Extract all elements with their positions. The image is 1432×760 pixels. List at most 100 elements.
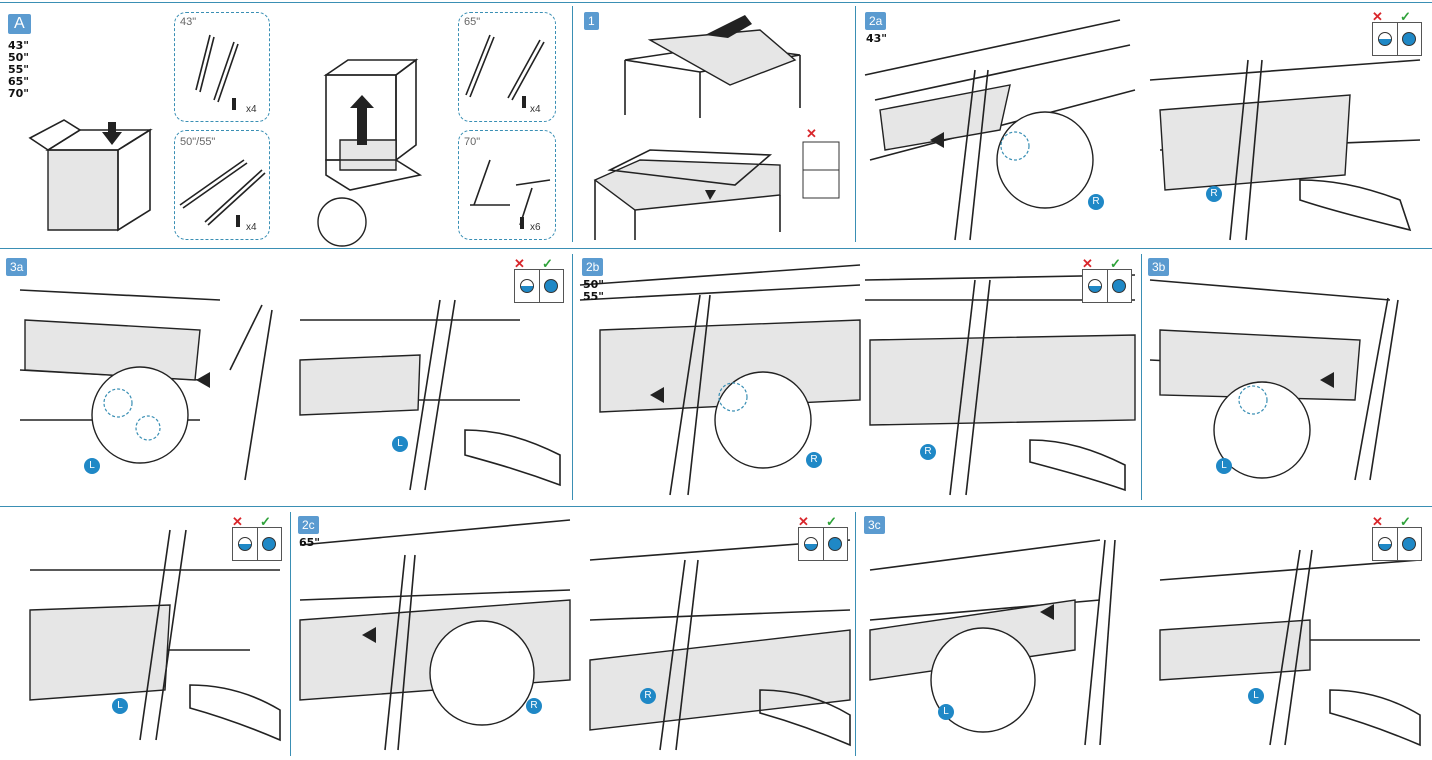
- cmp2-wrong-mark: ✕: [514, 256, 525, 271]
- screw-right-icon: [1112, 279, 1127, 293]
- col-divider-6: [855, 512, 856, 756]
- step-2a-size: 43": [866, 32, 888, 45]
- parts-box-50-55: [174, 130, 270, 240]
- step-badge-2c: 2c: [298, 516, 319, 534]
- tv-size-70: 70": [8, 87, 30, 100]
- left-side-marker: L: [938, 704, 954, 720]
- col-divider-2: [855, 6, 856, 242]
- top-border: [0, 2, 1432, 3]
- stand-legs-43: [195, 34, 239, 110]
- cmp4-right-mark: ✓: [260, 514, 271, 529]
- step-badge-2b: 2b: [582, 258, 604, 276]
- tv-size-65: 65": [8, 75, 30, 88]
- left-side-marker: L: [84, 458, 100, 474]
- stand-legs-65: [465, 34, 545, 108]
- tv-lift-box: [317, 58, 423, 247]
- cmp3-right-mark: ✓: [1110, 256, 1121, 271]
- step1-wrong-mark: ✕: [806, 126, 817, 141]
- screw-right-icon: [1402, 32, 1417, 46]
- left-side-marker: L: [1248, 688, 1264, 704]
- step-2b-size-50: 50": [583, 278, 605, 291]
- step3b-scene: [1149, 279, 1399, 481]
- cmp6-wrong-mark: ✕: [1372, 514, 1383, 529]
- step-badge-3a: 3a: [6, 258, 28, 276]
- tv-size-55: 55": [8, 63, 30, 76]
- step-2c-size: 65": [299, 536, 321, 549]
- right-side-marker: R: [920, 444, 936, 460]
- col-divider-3: [572, 254, 573, 500]
- screw-compare-box-5: [798, 527, 848, 561]
- screw-wrong-icon: [1377, 32, 1392, 46]
- tv-size-50: 50": [8, 51, 30, 64]
- screw-compare-box-6: [1372, 527, 1422, 561]
- step-2b-sizes: 50" 55": [583, 279, 604, 303]
- parts-box-43: [174, 12, 270, 122]
- tv-size-43: 43": [8, 39, 30, 52]
- row-divider-1: [0, 248, 1432, 249]
- col-divider-5: [290, 512, 291, 756]
- step3b-screw-scene-row3: [29, 529, 281, 742]
- step2a-screw-scene: [1149, 59, 1421, 241]
- stand-legs-50-55: [179, 159, 266, 227]
- right-side-marker: R: [806, 452, 822, 468]
- left-side-marker: L: [1216, 458, 1232, 474]
- left-side-marker: L: [392, 436, 408, 452]
- right-side-marker: R: [640, 688, 656, 704]
- screw-wrong-icon: [237, 537, 252, 551]
- col-divider-1: [572, 6, 573, 242]
- cmp5-wrong-mark: ✕: [798, 514, 809, 529]
- step-badge-a: A: [8, 14, 31, 34]
- step-badge-3b: 3b: [1148, 258, 1170, 276]
- screw-wrong-icon: [1377, 537, 1392, 551]
- screw-right-icon: [262, 537, 277, 551]
- step1-table-cloth: [593, 15, 840, 240]
- screw-right-icon: [1402, 537, 1417, 551]
- step-badge-2a: 2a: [865, 12, 887, 30]
- step2c-screw-scene: [589, 539, 851, 751]
- screw-right-icon: [544, 279, 559, 293]
- screw-qty-65: x4: [530, 104, 541, 115]
- step3c-screw-scene: [1159, 549, 1421, 747]
- step2b-scene: [579, 264, 861, 496]
- cmp5-right-mark: ✓: [826, 514, 837, 529]
- parts-label-65: 65": [464, 16, 481, 28]
- screw-wrong-icon: [803, 537, 818, 551]
- right-side-marker: R: [1088, 194, 1104, 210]
- cmp1-right-mark: ✓: [1400, 9, 1411, 24]
- stand-legs-70: [470, 159, 551, 229]
- screw-compare-box-2: [514, 269, 564, 303]
- step-badge-1: 1: [584, 12, 599, 30]
- tv-box-illustration: [28, 119, 153, 232]
- step3a-screw-scene: [299, 299, 561, 491]
- screw-qty-43: x4: [246, 104, 257, 115]
- step3a-scene: [19, 289, 273, 481]
- cmp2-right-mark: ✓: [542, 256, 553, 271]
- parts-box-65: [458, 12, 556, 122]
- tv-size-list: 43" 50" 55" 65" 70": [8, 40, 29, 100]
- step3c-scene: [869, 539, 1116, 746]
- cmp1-wrong-mark: ✕: [1372, 9, 1383, 24]
- screw-qty-70: x6: [530, 222, 541, 233]
- step2c-scene: [299, 519, 571, 751]
- parts-label-43: 43": [180, 16, 197, 28]
- screw-compare-box-3: [1082, 269, 1132, 303]
- left-side-marker: L: [112, 698, 128, 714]
- cmp3-wrong-mark: ✕: [1082, 256, 1093, 271]
- step2b-screw-scene: [864, 274, 1136, 496]
- cmp6-right-mark: ✓: [1400, 514, 1411, 529]
- right-side-marker: R: [1206, 186, 1222, 202]
- parts-label-50-55: 50"/55": [180, 136, 216, 148]
- step-2b-size-55: 55": [583, 290, 605, 303]
- col-divider-4: [1141, 254, 1142, 500]
- parts-box-70: [458, 130, 556, 240]
- screw-compare-box-1: [1372, 22, 1422, 56]
- screw-compare-box-4: [232, 527, 282, 561]
- screw-wrong-icon: [519, 279, 534, 293]
- step2a-scene: [864, 19, 1136, 241]
- screw-qty-50-55: x4: [246, 222, 257, 233]
- screw-right-icon: [828, 537, 843, 551]
- parts-label-70: 70": [464, 136, 481, 148]
- cmp4-wrong-mark: ✕: [232, 514, 243, 529]
- screw-wrong-icon: [1087, 279, 1102, 293]
